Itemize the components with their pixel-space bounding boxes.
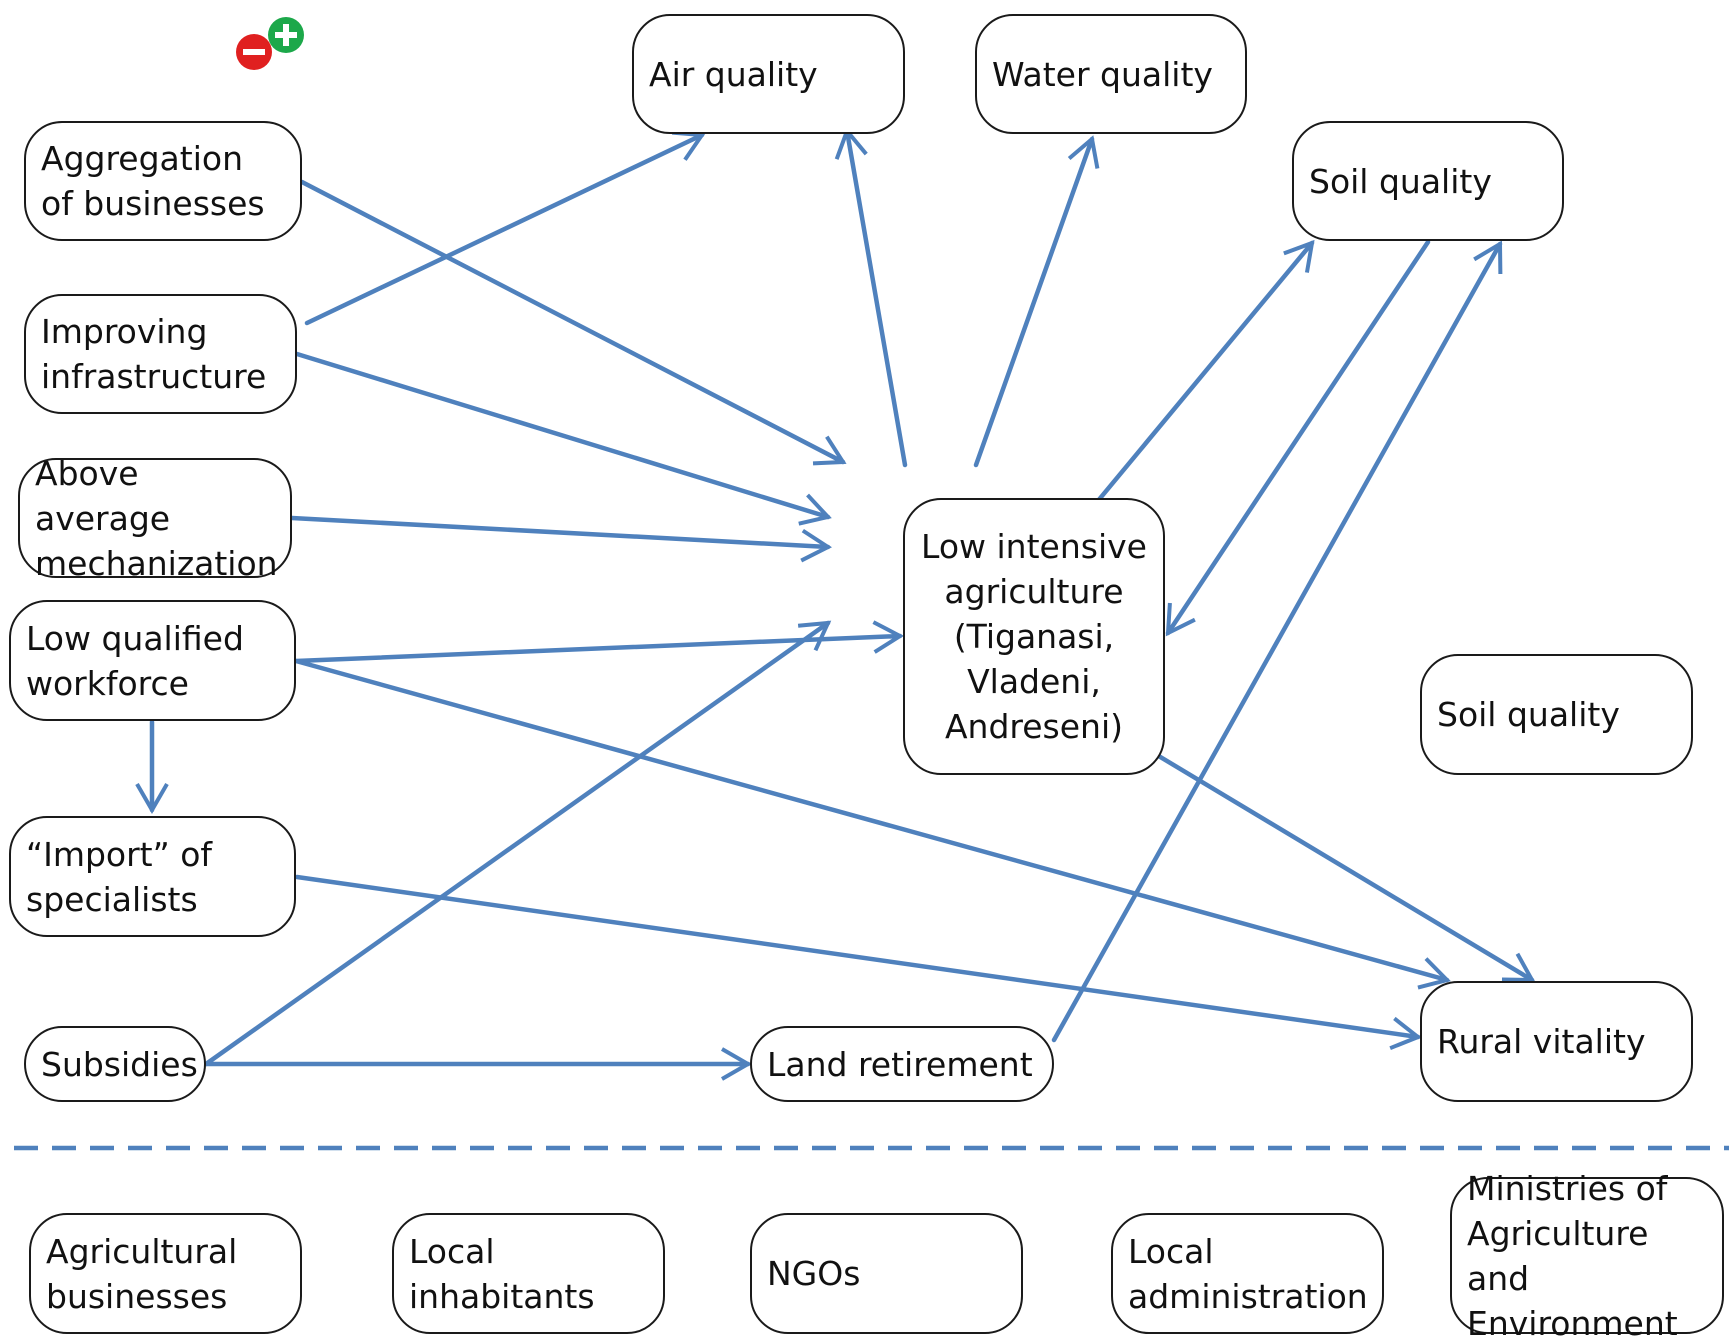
node-label: Soil quality [1437, 695, 1620, 734]
node-subsidies: Subsidies [24, 1026, 206, 1102]
node-soil-quality-top: Soil quality [1292, 121, 1564, 241]
stakeholder-label: Agricultural businesses [46, 1231, 238, 1316]
stakeholder-agricultural-businesses: Agricultural businesses [29, 1213, 302, 1334]
node-low-qualified-workforce: Low qualified workforce [9, 600, 296, 721]
node-label: Soil quality [1309, 161, 1492, 201]
edge-landret-to-soil [1051, 240, 1503, 1043]
edge-agriculture-to-soil [1089, 239, 1315, 511]
node-land-retirement: Land retirement [750, 1026, 1054, 1102]
node-label: Low qualified workforce [26, 618, 244, 703]
stakeholder-local-administration: Local administration [1111, 1213, 1384, 1334]
node-label: Low intensive agriculture (Tiganasi, Vla… [921, 527, 1147, 746]
node-label: Air quality [649, 54, 818, 94]
edge-infrastructure-to-agriculture [294, 351, 832, 526]
stakeholder-label: NGOs [767, 1254, 861, 1293]
stakeholder-label: Local administration [1128, 1231, 1368, 1316]
edge-agriculture-to-water [973, 135, 1100, 468]
minus-circle-icon [236, 34, 272, 70]
stakeholder-label: Ministries of Agriculture and Environmen… [1467, 1168, 1678, 1340]
node-label: Subsidies [41, 1044, 198, 1084]
stakeholder-ministries: Ministries of Agriculture and Environmen… [1450, 1169, 1724, 1340]
edge-infrastructure-to-air [304, 130, 706, 326]
stakeholder-label: Local inhabitants [409, 1231, 595, 1316]
stakeholder-ngos: NGOs [750, 1213, 1023, 1334]
edge-group [135, 127, 1536, 1081]
node-rural-vitality: Rural vitality [1420, 981, 1693, 1102]
node-label: Aggregation of businesses [41, 139, 265, 223]
stakeholder-local-inhabitants: Local inhabitants [392, 1213, 665, 1334]
node-label: “Import” of specialists [26, 834, 213, 919]
node-label: Rural vitality [1437, 1022, 1646, 1061]
node-aggregation-of-businesses: Aggregation of businesses [24, 121, 302, 241]
node-improving-infrastructure: Improving infrastructure [24, 294, 297, 414]
edge-workforce-to-rural [293, 658, 1451, 990]
node-label: Improving infrastructure [41, 312, 267, 396]
node-label: Above average mechanization [35, 453, 278, 583]
edge-soil-to-agriculture [1165, 239, 1431, 637]
node-water-quality: Water quality [975, 14, 1247, 134]
edge-workforce-to-agriculture [293, 620, 904, 664]
node-import-of-specialists: “Import” of specialists [9, 816, 296, 937]
edge-mechanization-to-agriculture [289, 515, 832, 563]
edge-aggregation-to-agriculture [299, 179, 847, 466]
edge-subsidies-to-agriculture [203, 620, 832, 1067]
edge-agriculture-to-air [834, 127, 908, 468]
node-low-intensive-agriculture: Low intensive agriculture (Tiganasi, Vla… [903, 498, 1165, 775]
edge-import-to-rural [294, 874, 1422, 1051]
node-soil-quality-right: Soil quality [1420, 654, 1693, 775]
node-air-quality: Air quality [632, 14, 905, 134]
node-above-average-mechanization: Above average mechanization [18, 454, 292, 583]
node-label: Land retirement [767, 1044, 1033, 1084]
edge-agriculture-to-rural [1089, 713, 1536, 983]
plus-circle-icon [268, 17, 304, 53]
node-label: Water quality [992, 54, 1213, 94]
